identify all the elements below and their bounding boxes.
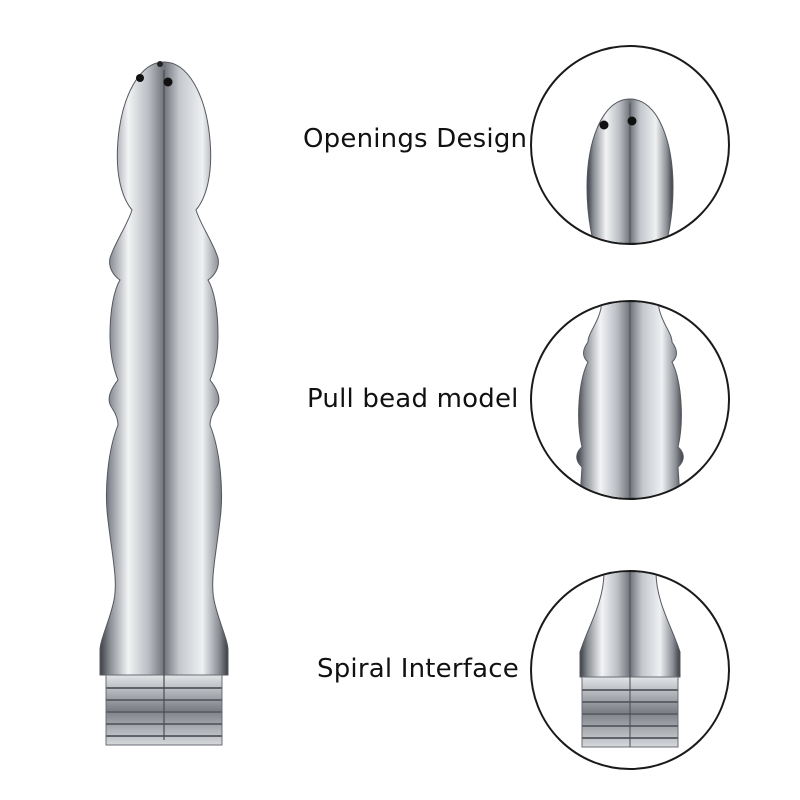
hole-icon <box>136 74 144 82</box>
detail-circle-pull-bead <box>530 300 730 500</box>
hole-icon <box>163 77 173 87</box>
feature-label-spiral: Spiral Interface <box>317 654 519 684</box>
detail-circle-openings <box>530 45 730 245</box>
detail-circle-spiral <box>530 570 730 770</box>
feature-label-openings: Openings Design <box>303 124 528 154</box>
hole-icon <box>157 61 163 67</box>
feature-label-pull-bead: Pull bead model <box>307 384 519 414</box>
